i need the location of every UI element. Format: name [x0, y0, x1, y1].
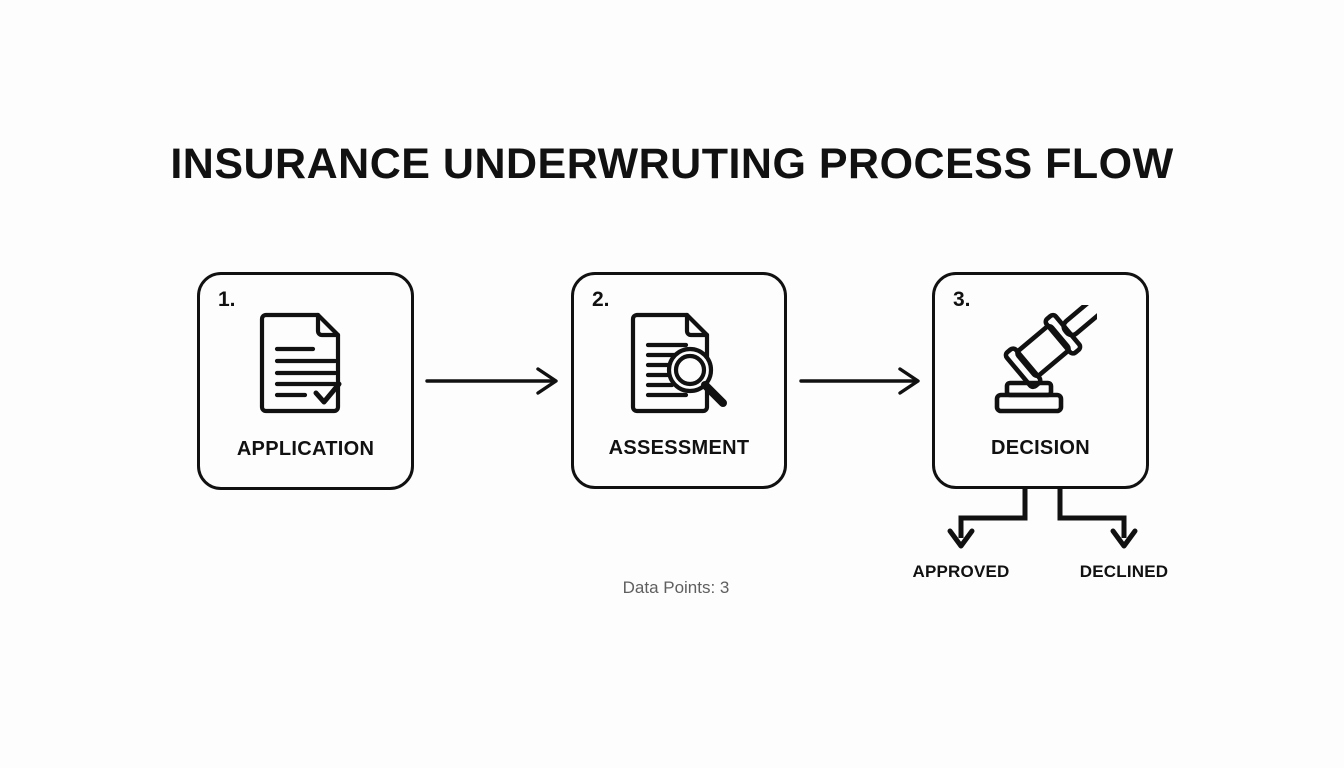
step-number: 3. [953, 288, 971, 311]
process-step-assessment[interactable]: 2. ASSESSMENT [571, 272, 787, 489]
step-number: 1. [218, 288, 236, 311]
process-step-decision[interactable]: 3. DECISION [932, 272, 1149, 489]
step-label: DECISION [990, 437, 1091, 459]
step-label: ASSESSMENT [608, 437, 750, 459]
branch-split-icon [930, 486, 1150, 558]
arrow-right-icon [425, 361, 565, 401]
step-label: APPLICATION [236, 438, 375, 460]
page-title: INSURANCE UNDERWRUTING PROCESS FLOW [170, 140, 1174, 188]
gavel-icon [985, 305, 1097, 417]
outcome-label-declined: DECLINED [1079, 562, 1169, 581]
arrow-right-icon [799, 361, 927, 401]
data-points-caption: Data Points: 3 [622, 578, 730, 597]
process-step-application[interactable]: 1. APPLICATION [197, 272, 414, 490]
step-number: 2. [592, 288, 610, 311]
document-magnifier-icon [623, 305, 735, 417]
document-check-icon [250, 305, 362, 417]
outcome-label-approved: APPROVED [912, 562, 1010, 581]
